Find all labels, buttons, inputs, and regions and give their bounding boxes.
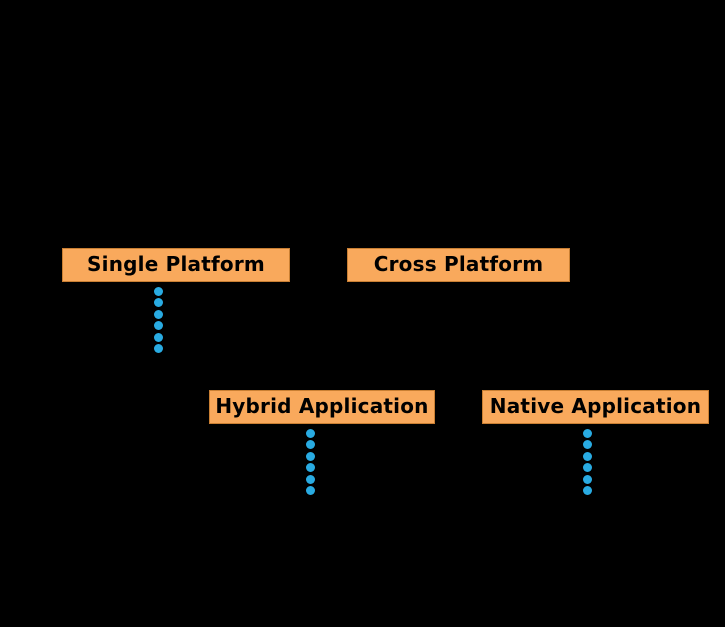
connector-dot [153,309,163,319]
connector-dot [305,474,315,484]
connector-dot [305,485,315,495]
connector-dot [153,321,163,331]
connector-dot [153,332,163,342]
connector-dot [305,429,315,438]
connector-dot [582,474,592,484]
connector-dot [582,485,592,495]
connector-dot [153,298,163,308]
node-native-application[interactable]: Native Application [482,390,709,424]
node-single-platform-label: Single Platform [87,252,265,276]
connector-dot [582,429,592,438]
node-hybrid-application[interactable]: Hybrid Application [209,390,435,424]
connector-native-application-dotted-line [582,429,592,495]
connector-dot [305,451,315,461]
connector-hybrid-application-dotted-line [305,429,315,495]
connector-dot [153,343,163,353]
node-native-application-label: Native Application [489,394,702,418]
node-cross-platform-label: Cross Platform [373,252,544,276]
connector-dot [582,440,592,450]
connector-dot [582,463,592,473]
connector-dot [305,463,315,473]
connector-dot [305,440,315,450]
node-single-platform[interactable]: Single Platform [62,248,290,282]
connector-dot [153,287,163,296]
connector-dot [582,451,592,461]
connector-single-platform-dotted-line [153,287,163,353]
node-hybrid-application-label: Hybrid Application [215,394,429,418]
node-cross-platform[interactable]: Cross Platform [347,248,570,282]
